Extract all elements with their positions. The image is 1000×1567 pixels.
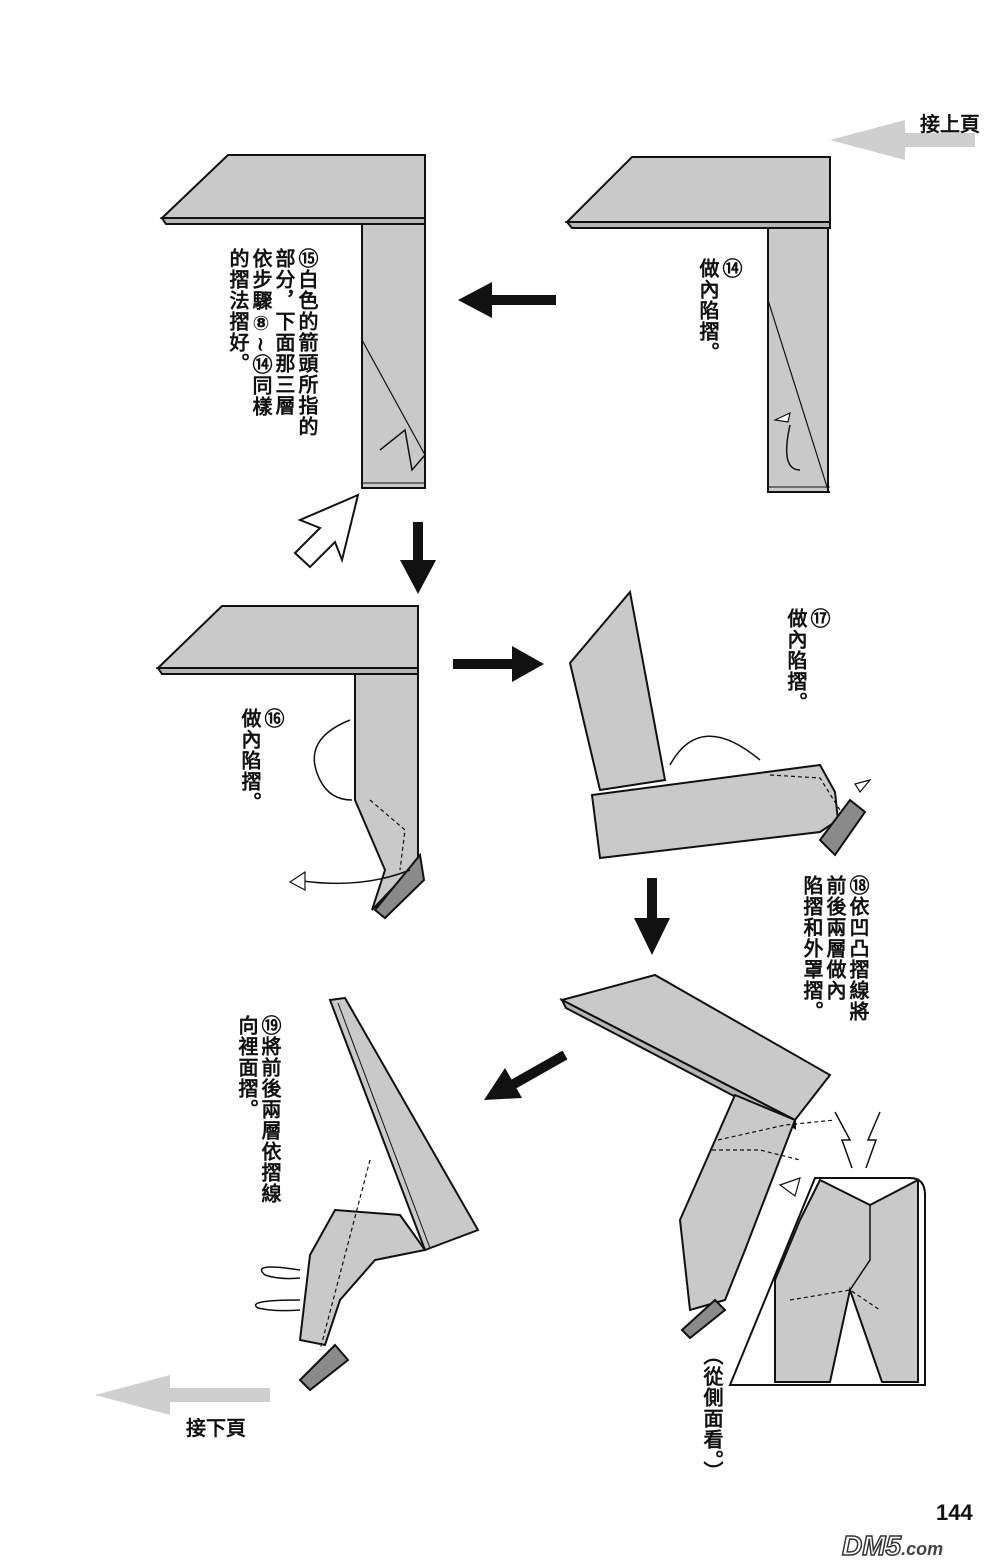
step-19-text-1: 將前後兩層依摺線 [258,1036,282,1204]
step-15-number: ⑮ [295,248,319,269]
step-14-figure [564,156,831,493]
step-14-instruction: ⑭ 做內陷摺。 [696,258,743,363]
step-17-line-1: 做內陷摺。 [784,608,808,713]
arrow-down-left-icon [484,1050,568,1100]
step-19-line-1: ⑲將前後兩層依摺線 [258,1015,282,1204]
white-arrow-icon [293,493,360,569]
side-view-note: （從側面看。） [700,1345,724,1482]
step-18-line-1: ⑱依凹凸摺線將 [846,875,870,1022]
continued-from-label: 接上頁 [920,112,980,136]
step-14-number: ⑭ [719,258,743,279]
step-15-line-2: 部分，下面那三層 [272,248,296,416]
arrow-down-icon [634,878,670,955]
step-18-number: ⑱ [846,875,870,896]
step-18-text-1: 依凹凸摺線將 [846,896,870,1022]
step-19-line-2: 向裡面摺。 [235,1015,259,1120]
step-16-instruction: ⑯ 做內陷摺。 [238,708,285,813]
step-18-line-3: 陷摺和外罩摺。 [800,875,824,1022]
step-17-figure [568,589,872,860]
arrow-left-icon [458,282,556,318]
step-16-figure [155,605,426,920]
continue-to-label: 接下頁 [186,1416,246,1440]
page-number: 144 [936,1500,973,1525]
step-18-instruction: ⑱依凹凸摺線將 前後兩層做內 陷摺和外罩摺。 [800,875,870,1022]
step-18-line-2: 前後兩層做內 [823,875,847,1001]
step-15-line-4: 的摺法摺好。 [226,248,250,374]
step-15-line-3: 依步驟⑧~⑭同樣 [249,248,273,417]
continued-from-arrow-icon [830,120,975,160]
step-15-text-1: 白色的箭頭所指的 [295,269,319,437]
step-19-figure [255,996,480,1392]
step-15-figure [159,154,426,489]
continue-arrow-icon [95,1375,270,1415]
side-view-inset [728,1111,926,1386]
watermark-logo: DM5.com [841,1529,944,1562]
arrow-down-icon [400,522,436,594]
step-17-instruction: ⑰ 做內陷摺。 [784,608,831,713]
step-14-line-1: 做內陷摺。 [696,258,720,363]
step-19-number: ⑲ [258,1015,282,1036]
step-18-figure [559,973,836,1340]
watermark-suffix: .com [901,1539,944,1559]
step-19-instruction: ⑲將前後兩層依摺線 向裡面摺。 [235,1015,282,1204]
arrow-right-icon [453,646,544,682]
watermark-main: DM5 [841,1529,902,1562]
step-15-line-1: ⑮白色的箭頭所指的 [295,248,319,488]
step-17-number: ⑰ [807,608,831,629]
step-16-line-1: 做內陷摺。 [238,708,262,813]
step-16-number: ⑯ [261,708,285,729]
step-15-instruction: ⑮白色的箭頭所指的 部分，下面那三層 依步驟⑧~⑭同樣 的摺法摺好。 [226,248,319,488]
